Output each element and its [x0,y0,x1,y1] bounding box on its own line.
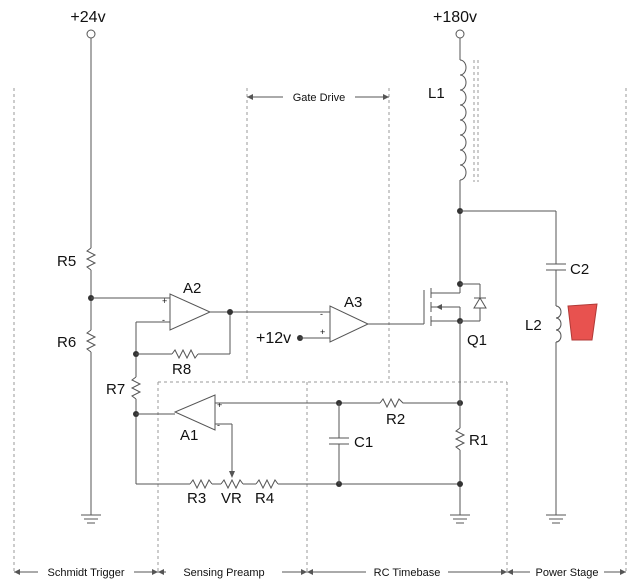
sensing-preamp-circuit: + - A1 R3 VR R4 [136,394,460,507]
gate-drive-circuit: - + A3 +12v [256,294,424,347]
label-a1: A1 [180,427,198,444]
inductor-l2 [555,305,562,343]
label-c1: C1 [354,434,373,451]
resistor-r3 [189,478,213,490]
sensor-target [567,303,598,341]
opamp-a1 [173,394,216,431]
label-a3: A3 [344,294,362,311]
resistor-r4 [255,478,279,490]
rc-timebase-circuit: C1 R2 R1 [329,318,488,524]
mosfet-q1 [423,281,487,326]
section-label-power-stage: Power Stage [536,567,599,579]
section-label-schmidt-trigger: Schmidt Trigger [47,567,124,579]
label-r7: R7 [106,381,125,398]
opamp-a2 [169,293,212,331]
svg-text:+: + [320,327,325,337]
section-label-rc-timebase: RC Timebase [374,567,441,579]
label-vr: VR [221,490,242,507]
label-q1: Q1 [467,332,487,349]
body-diode [473,297,487,309]
resistor-r7 [130,376,142,400]
section-label-gate-drive: Gate Drive [293,92,346,104]
schmidt-trigger-circuit: +24v R5 R6 + - A2 R8 [57,9,330,524]
resistor-r5 [85,247,97,271]
inductor-l1 [459,59,467,181]
label-l1: L1 [428,85,445,102]
label-r4: R4 [255,490,274,507]
ground-symbol-left [81,514,101,524]
label-r1: R1 [469,432,488,449]
label-l2: L2 [525,317,542,334]
resistor-r8 [171,348,199,360]
label-r2: R2 [386,411,405,428]
terminal-24v [86,29,96,39]
label-r3: R3 [187,490,206,507]
rail-label-24v: +24v [70,9,105,26]
potentiometer-vr [220,478,244,490]
power-stage-circuit: +180v L1 [423,9,598,524]
ground-symbol-center [450,514,470,524]
terminal-180v [455,29,465,39]
label-r5: R5 [57,253,76,270]
svg-text:-: - [320,309,323,319]
svg-text:+: + [162,296,167,306]
resistor-r1 [454,427,466,451]
label-r8: R8 [172,361,191,378]
svg-text:+: + [217,400,222,410]
rail-label-12v: +12v [256,330,291,347]
section-label-sensing-preamp: Sensing Preamp [183,567,264,579]
label-a2: A2 [183,280,201,297]
section-dividers [13,88,627,575]
ground-symbol-right [546,514,566,524]
svg-text:-: - [217,420,220,430]
label-c2: C2 [570,261,589,278]
resistor-r2 [379,397,406,409]
opamp-a3 [329,305,370,343]
rail-label-180v: +180v [433,9,477,26]
label-r6: R6 [57,334,76,351]
resistor-r6 [85,329,97,353]
svg-text:-: - [162,315,165,325]
